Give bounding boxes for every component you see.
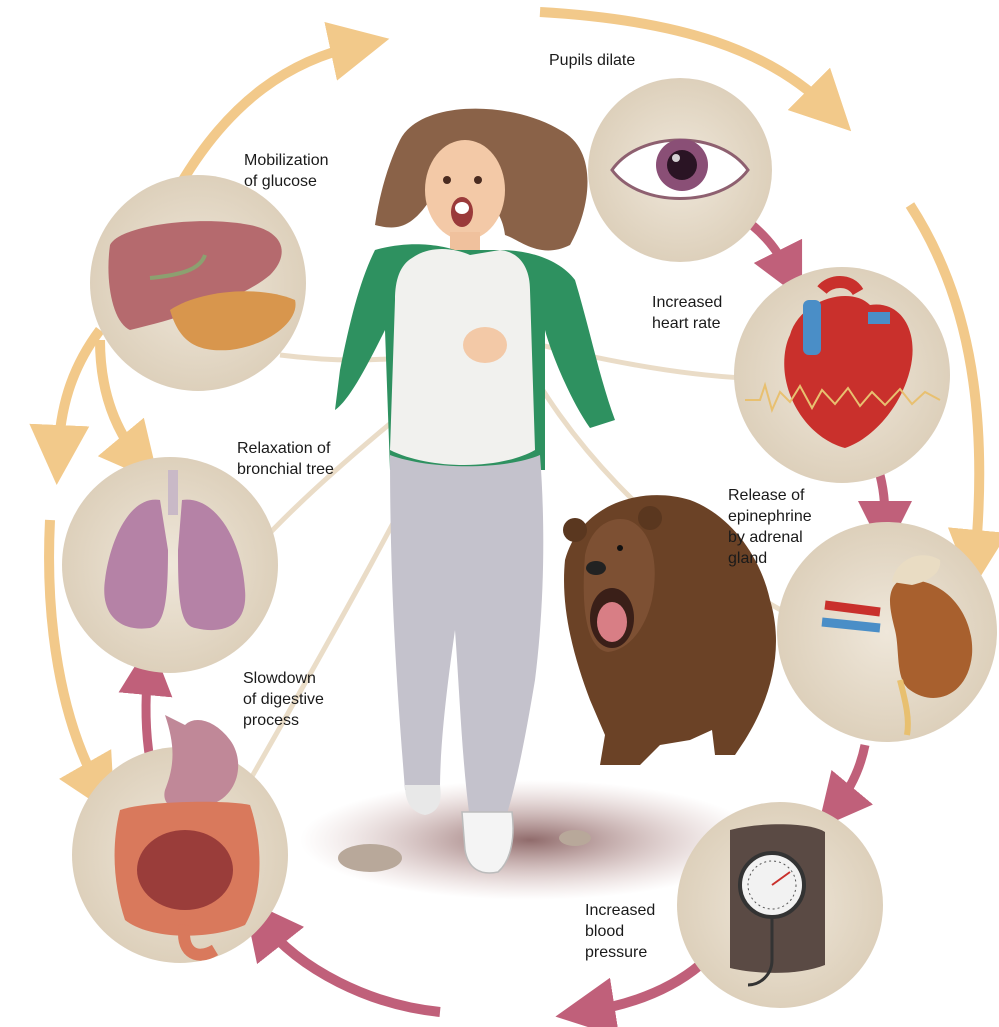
arrow-bp-to-bottom [585,965,700,1012]
arrow-liver-to-lungs-left [58,330,100,455]
circle-intestines [72,715,288,963]
rock-left [338,844,402,872]
arrow-bottom-to-intestine [262,922,440,1012]
arrow-heart-to-adrenal [880,475,885,528]
label-mobilization-of-glucose: Mobilizationof glucose [244,150,328,192]
circle-heart [734,267,950,483]
label-release-of-epinephrine: Release ofepinephrineby adrenalgland [728,485,812,569]
label-slowdown-of-digestive-process: Slowdownof digestiveprocess [243,668,324,731]
label-pupils-dilate: Pupils dilate [549,50,635,71]
circle-lungs [62,457,278,673]
circle-blood-pressure [677,802,883,1008]
arrow-eye-to-heart [752,225,790,275]
running-woman [335,109,615,873]
circle-liver [90,175,306,391]
arrow-intestine-to-lungs [146,668,150,760]
label-relaxation-of-bronchial-tree: Relaxation ofbronchial tree [237,438,334,480]
label-increased-blood-pressure: Increasedbloodpressure [585,900,655,963]
rock-right [559,830,591,846]
circle-eye [588,78,772,262]
arrow-adrenal-to-bp [835,745,865,808]
label-increased-heart-rate: Increasedheart rate [652,292,722,334]
